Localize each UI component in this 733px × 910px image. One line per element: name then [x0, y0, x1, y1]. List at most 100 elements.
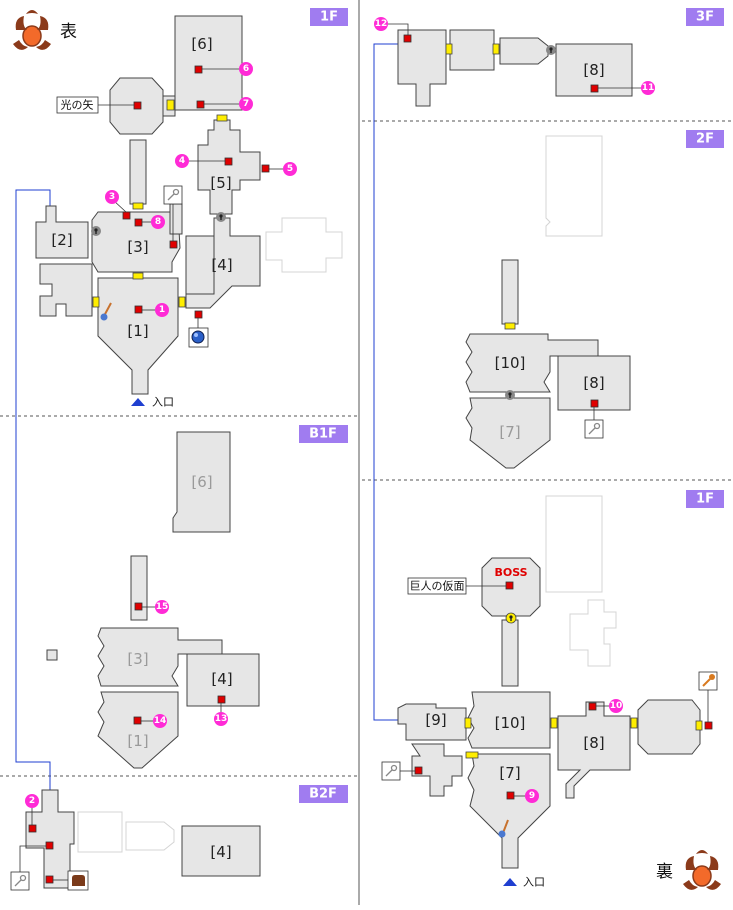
floor-tab-left-1f[interactable]: 1F [310, 8, 348, 26]
note-giant-mask: 巨人の仮面 [407, 577, 467, 595]
floor-tab-left-b1f[interactable]: B1F [299, 425, 348, 443]
room-label: [4] [211, 256, 232, 274]
room-label: [2] [51, 231, 72, 249]
svg-text:入口: 入口 [152, 396, 174, 409]
small-key-icon[interactable] [10, 871, 30, 891]
door[interactable] [132, 272, 144, 280]
chest-marker[interactable] [45, 841, 54, 850]
pin-5[interactable]: 5 [283, 162, 297, 176]
small-key-icon[interactable] [163, 185, 183, 205]
room-label: [7] [499, 423, 520, 441]
boss-key-icon[interactable] [698, 671, 718, 691]
chest-marker[interactable] [505, 581, 514, 590]
door[interactable] [178, 296, 186, 308]
chest-marker[interactable] [590, 84, 599, 93]
room-label: [1] [127, 732, 148, 750]
chest-marker[interactable] [194, 310, 203, 319]
pin-2[interactable]: 2 [25, 794, 39, 808]
svg-text:15: 15 [156, 602, 169, 612]
chest-marker[interactable] [588, 702, 597, 711]
door[interactable] [504, 322, 516, 330]
svg-text:12: 12 [375, 19, 388, 29]
pin-11[interactable]: 11 [641, 81, 655, 95]
chest-marker[interactable] [261, 164, 270, 173]
chest-marker[interactable] [45, 875, 54, 884]
floor-tab-left-b2f[interactable]: B2F [299, 785, 348, 803]
chest-marker[interactable] [403, 34, 412, 43]
corridor [501, 259, 519, 325]
pin-6[interactable]: 6 [239, 62, 253, 76]
pin-10[interactable]: 10 [609, 699, 623, 713]
pin-14[interactable]: 14 [153, 714, 167, 728]
boss-keyhole-icon[interactable] [505, 612, 517, 624]
room-label: [6] [191, 35, 212, 53]
door[interactable] [695, 720, 703, 731]
pin-7[interactable]: 7 [239, 97, 253, 111]
svg-text:7: 7 [243, 99, 249, 109]
pin-9[interactable]: 9 [525, 789, 539, 803]
chest-marker[interactable] [134, 305, 143, 314]
pin-12[interactable]: 12 [374, 17, 388, 31]
chest-marker[interactable] [169, 240, 178, 249]
pin-4[interactable]: 4 [175, 154, 189, 168]
room-label: [6] [191, 473, 212, 491]
door[interactable] [630, 717, 638, 729]
small-key-icon[interactable] [381, 761, 401, 781]
room-label: [5] [210, 174, 231, 192]
svg-text:8: 8 [155, 217, 161, 227]
ghost-room [265, 217, 343, 273]
room-10 [465, 333, 599, 393]
door[interactable] [465, 751, 479, 759]
chest-marker[interactable] [704, 721, 713, 730]
chest-marker[interactable] [590, 399, 599, 408]
floor-tab-right-1f[interactable]: 1F [686, 490, 724, 508]
keyhole-icon[interactable] [546, 45, 556, 55]
door[interactable] [445, 43, 453, 55]
pin-3[interactable]: 3 [105, 190, 119, 204]
chest-marker[interactable] [506, 791, 515, 800]
entrance-marker[interactable]: 入口 [131, 396, 174, 409]
chest-marker[interactable] [28, 824, 37, 833]
door[interactable] [550, 717, 558, 729]
door[interactable] [464, 717, 472, 729]
chest-marker[interactable] [133, 101, 142, 110]
chest-marker[interactable] [414, 766, 423, 775]
chest-marker[interactable] [196, 100, 205, 109]
entrance-marker[interactable]: 入口 [503, 876, 545, 889]
svg-text:14: 14 [154, 716, 167, 726]
door[interactable] [492, 43, 500, 55]
keyhole-icon[interactable] [505, 390, 515, 400]
small-key-icon[interactable] [584, 419, 604, 439]
keyhole-icon[interactable] [91, 226, 101, 236]
room-2 [35, 205, 89, 259]
chest-marker[interactable] [134, 602, 143, 611]
door[interactable] [216, 114, 228, 122]
torch-icon [100, 302, 112, 321]
blue-orb-icon[interactable] [188, 327, 209, 348]
treasure-bag-icon[interactable] [67, 870, 89, 891]
door[interactable] [166, 99, 175, 111]
chest-marker[interactable] [133, 716, 142, 725]
route-line [15, 189, 51, 790]
svg-text:巨人の仮面: 巨人の仮面 [410, 580, 465, 593]
chest-marker[interactable] [224, 157, 233, 166]
chest-marker[interactable] [122, 211, 131, 220]
chest-marker[interactable] [194, 65, 203, 74]
door[interactable] [132, 202, 144, 210]
note-arrow-of-light: 光の矢 [56, 96, 99, 114]
room-label: [10] [495, 714, 526, 732]
door[interactable] [92, 296, 100, 308]
pin-1[interactable]: 1 [155, 303, 169, 317]
pin-15[interactable]: 15 [155, 600, 169, 614]
room-6-outline [172, 431, 231, 533]
keyhole-icon[interactable] [216, 212, 226, 222]
floor-tab-right-3f[interactable]: 3F [686, 8, 724, 26]
chest-marker[interactable] [134, 218, 143, 227]
floor-right-3f: [8] 12 11 [374, 17, 655, 107]
pin-8[interactable]: 8 [151, 215, 165, 229]
ghost-room [569, 599, 617, 667]
floor-tab-right-2f[interactable]: 2F [686, 130, 724, 148]
room-label: [3] [127, 238, 148, 256]
chest-marker[interactable] [217, 695, 226, 704]
pin-13[interactable]: 13 [214, 712, 228, 726]
